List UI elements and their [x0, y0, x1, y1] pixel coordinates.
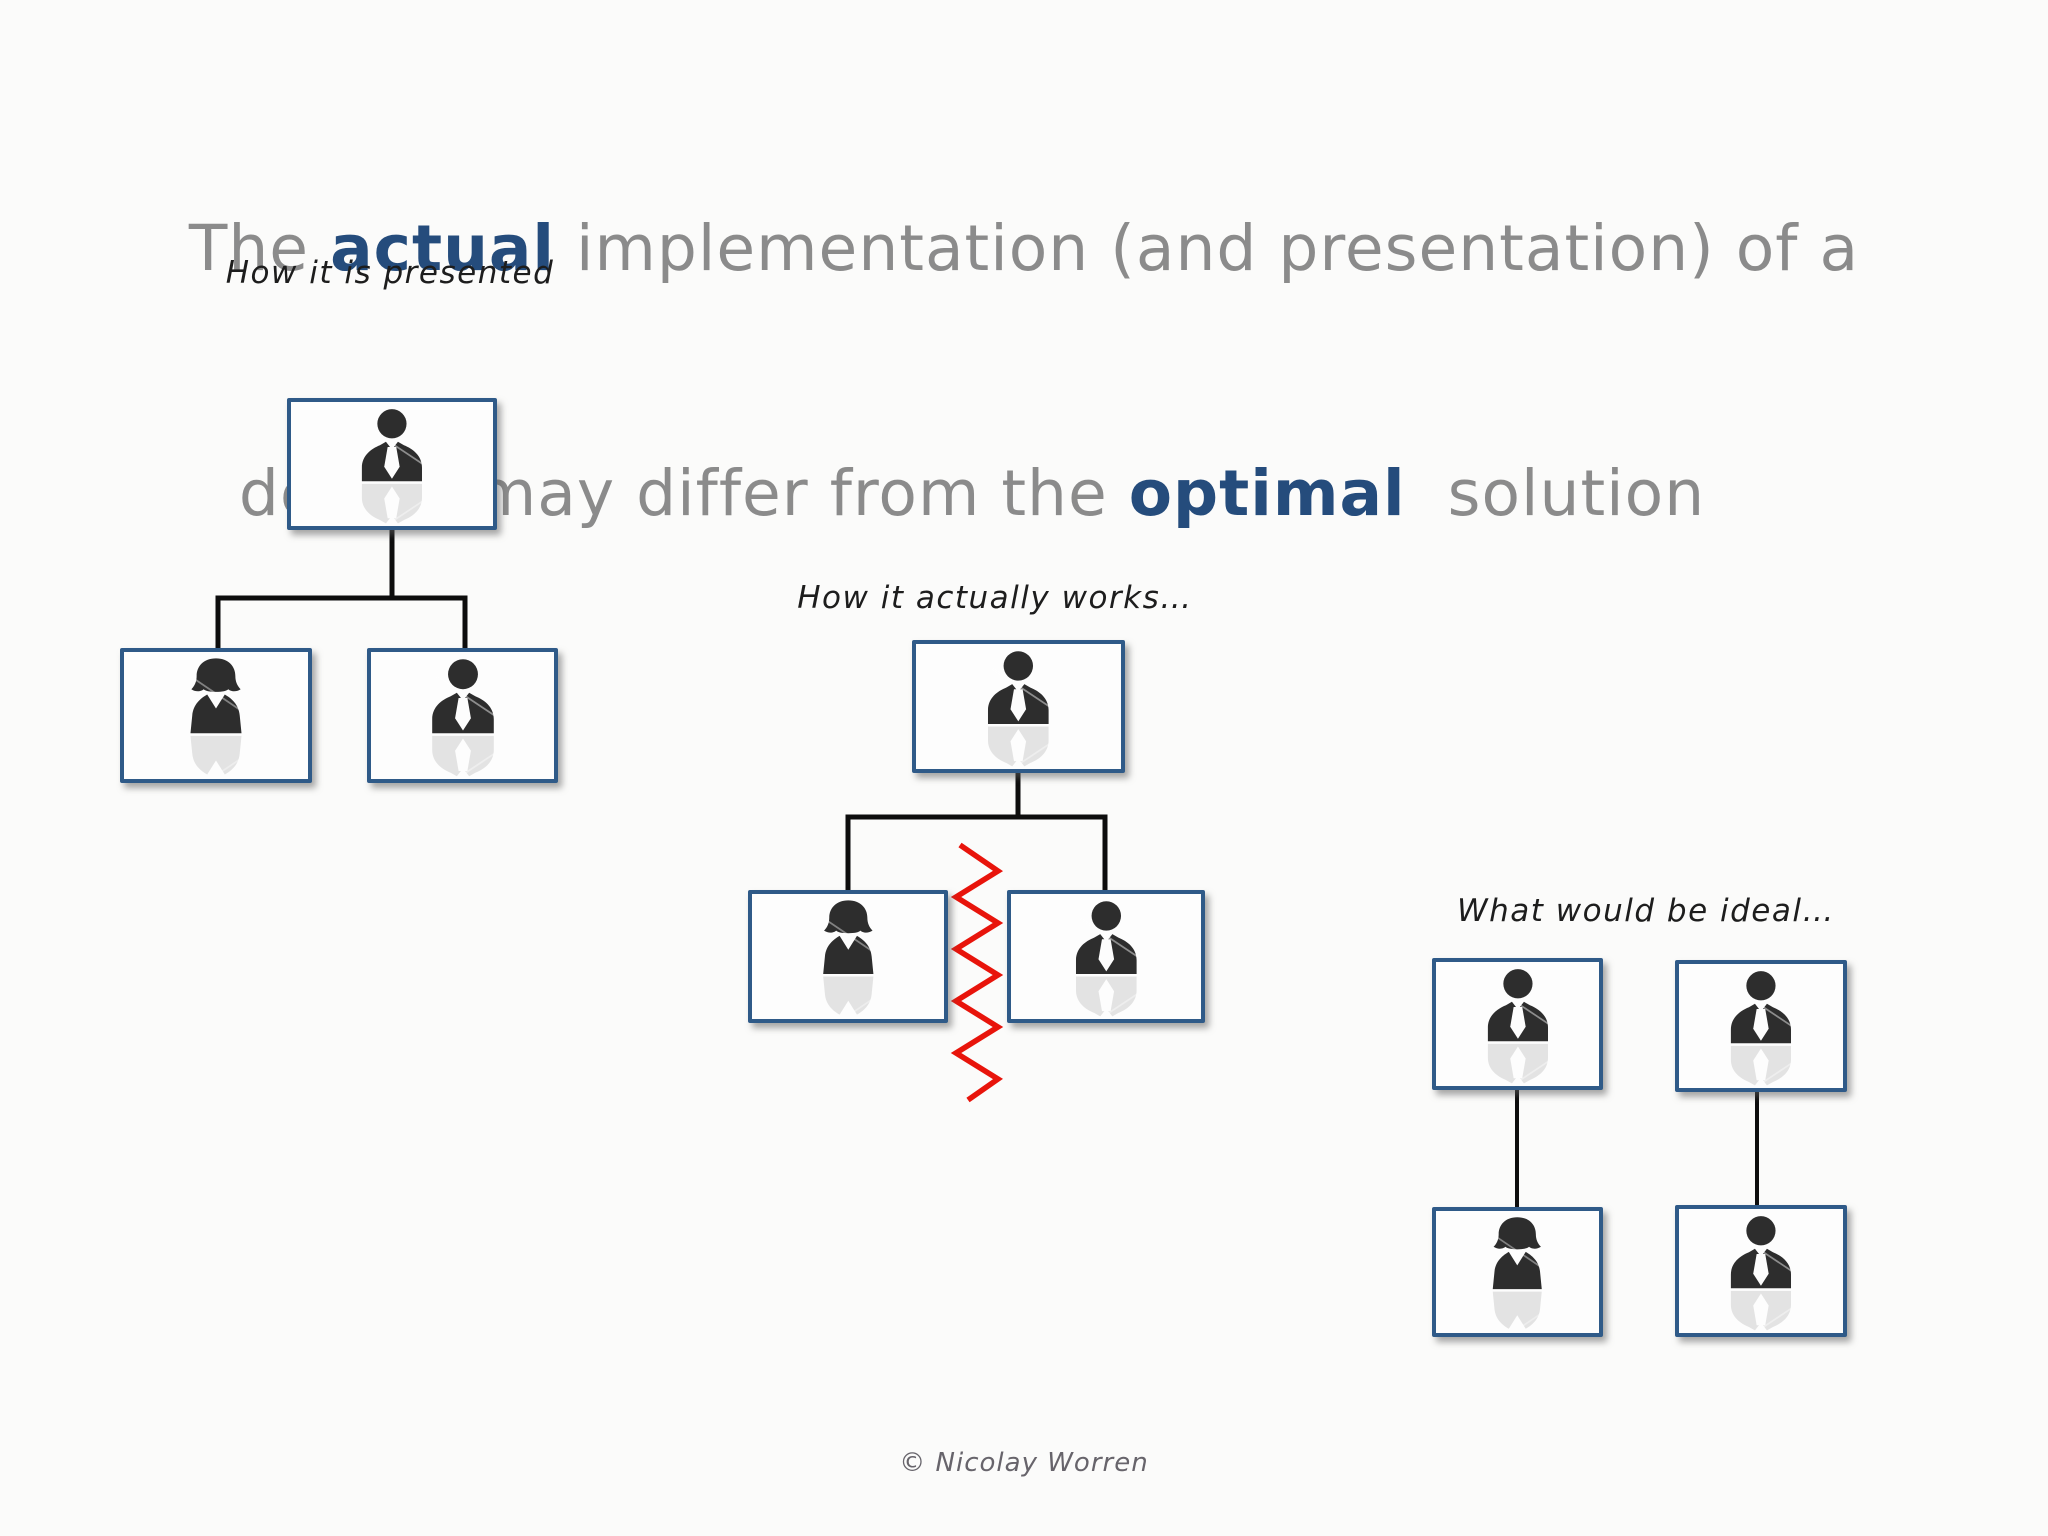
org-box-ideal-pair2-top [1675, 960, 1847, 1092]
title-emphasis-optimal: optimal [1128, 457, 1406, 531]
label-how-presented: How it is presented [225, 255, 555, 291]
title-text: solution [1405, 457, 1706, 531]
businessman-icon [1718, 966, 1804, 1086]
org-box-presented-root [287, 398, 497, 530]
org-box-actual-report-2 [1007, 890, 1205, 1023]
org-box-ideal-pair2-bottom [1675, 1205, 1847, 1337]
red-zigzag-conflict-line [950, 842, 1004, 1103]
title-line-1: The actual implementation (and presentat… [0, 208, 2048, 290]
businessman-icon [349, 404, 435, 524]
businesswoman-icon [805, 896, 892, 1017]
org-box-ideal-pair1-bottom [1432, 1207, 1603, 1337]
businesswoman-icon [172, 654, 260, 777]
title-emphasis-actual: actual [330, 211, 556, 285]
title-text: implementation (and presentation) of a [555, 211, 1860, 285]
presented-elbow-connector [215, 530, 468, 648]
copyright-text: © Nicolay Worren [899, 1448, 1149, 1478]
title-text: The [188, 211, 331, 285]
businessman-icon [1475, 964, 1561, 1084]
businessman-icon [1063, 896, 1150, 1017]
org-box-ideal-pair1-top [1432, 958, 1603, 1090]
businessman-icon [975, 646, 1062, 767]
label-what-would-be-ideal: What would be ideal… [1457, 893, 1835, 929]
org-box-actual-root [912, 640, 1125, 773]
businessman-icon [1718, 1211, 1804, 1331]
org-box-presented-report-2 [367, 648, 558, 783]
actual-elbow-connector [845, 773, 1108, 890]
businessman-icon [419, 654, 507, 777]
org-box-actual-report-1 [748, 890, 948, 1023]
org-box-presented-report-1 [120, 648, 312, 783]
businesswoman-icon [1475, 1213, 1560, 1331]
label-how-actually-works: How it actually works… [797, 580, 1193, 616]
